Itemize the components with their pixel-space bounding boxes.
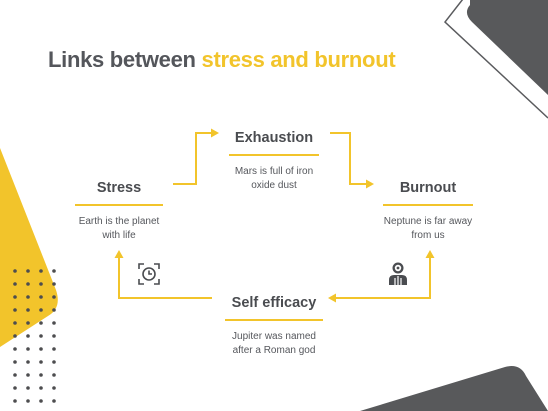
arrowhead-exhaustion	[211, 128, 219, 138]
decor-dot	[13, 360, 17, 364]
arrow-burnout-to-self-efficacy	[336, 258, 431, 299]
decor-dot	[13, 308, 17, 312]
decor-dot	[52, 386, 56, 390]
node-burnout-title: Burnout	[399, 180, 457, 196]
decor-dot	[26, 321, 30, 325]
node-stress-underline	[75, 204, 163, 206]
decor-dot	[26, 360, 30, 364]
node-self-efficacy-underline	[225, 319, 323, 321]
arrowhead-stress	[114, 250, 124, 258]
node-stress-text-line2: with life	[102, 229, 136, 241]
decor-dot	[52, 295, 56, 299]
decor-dot	[26, 334, 30, 338]
node-exhaustion-underline	[229, 154, 319, 156]
arrow-exhaustion-to-burnout	[330, 132, 366, 185]
clock-focus-icon	[138, 263, 160, 285]
decor-dot	[52, 308, 56, 312]
decor-dot	[39, 334, 43, 338]
node-exhaustion: Exhaustion Mars is full of iron oxide du…	[214, 129, 334, 192]
decor-dot	[13, 399, 17, 403]
node-burnout: Burnout Neptune is far away from us	[368, 179, 488, 242]
node-self-efficacy-text-line2: after a Roman god	[232, 344, 316, 356]
page-title: Links between stress and burnout	[48, 47, 396, 73]
arrowhead-burnout	[366, 179, 374, 189]
decor-dot	[13, 321, 17, 325]
decor-dot	[26, 295, 30, 299]
node-stress: Stress Earth is the planet with life	[60, 179, 178, 242]
title-highlight: stress and burnout	[201, 47, 396, 72]
decor-dot	[39, 347, 43, 351]
decor-dot	[39, 269, 43, 273]
decor-dot	[52, 334, 56, 338]
bottom-right-gray-shape	[360, 366, 548, 411]
top-right-outline-shape	[443, 0, 548, 119]
decor-dot	[26, 386, 30, 390]
decor-dot	[13, 295, 17, 299]
decor-dot	[52, 373, 56, 377]
decor-dot	[39, 295, 43, 299]
person-target-icon	[389, 262, 407, 285]
decor-dot	[52, 347, 56, 351]
decor-dot	[26, 373, 30, 377]
decor-dot	[26, 308, 30, 312]
node-self-efficacy-text-line1: Jupiter was named	[232, 331, 316, 342]
decor-dot	[13, 347, 17, 351]
node-exhaustion-title: Exhaustion	[234, 130, 314, 146]
decor-dot	[52, 269, 56, 273]
decor-dot	[39, 321, 43, 325]
top-right-gray-shape	[467, 0, 548, 95]
dot-grid	[13, 269, 56, 403]
node-exhaustion-text-line2: oxide dust	[251, 179, 297, 191]
arrow-self-efficacy-to-stress	[118, 258, 212, 299]
arrowhead-burnout-up	[425, 250, 435, 258]
decor-dot	[52, 399, 56, 403]
node-stress-title: Stress	[96, 180, 142, 196]
decor-dot	[52, 321, 56, 325]
decor-dot	[13, 334, 17, 338]
node-burnout-text-line1: Neptune is far away	[383, 216, 473, 227]
decor-dot	[13, 269, 17, 273]
decor-dot	[26, 269, 30, 273]
decor-dot	[39, 282, 43, 286]
node-burnout-underline	[383, 204, 473, 206]
decor-dot	[26, 399, 30, 403]
node-stress-text-line1: Earth is the planet	[78, 216, 160, 227]
decor-dot	[39, 308, 43, 312]
decor-dot	[52, 282, 56, 286]
decor-dot	[52, 360, 56, 364]
arrow-stress-to-exhaustion	[173, 132, 212, 185]
decor-dot	[13, 282, 17, 286]
decor-dot	[39, 360, 43, 364]
arrowhead-self-efficacy	[328, 293, 336, 303]
decor-dot	[26, 282, 30, 286]
node-self-efficacy-title: Self efficacy	[231, 295, 317, 311]
decor-dot	[26, 347, 30, 351]
node-exhaustion-text-line1: Mars is full of iron	[234, 166, 314, 177]
decor-dot	[13, 373, 17, 377]
decor-dot	[13, 386, 17, 390]
decor-dot	[39, 386, 43, 390]
title-part-1: Links between	[48, 47, 196, 72]
decor-dot	[39, 399, 43, 403]
node-burnout-text-line2: from us	[411, 229, 445, 241]
decor-dot	[39, 373, 43, 377]
node-self-efficacy: Self efficacy Jupiter was named after a …	[208, 294, 340, 357]
